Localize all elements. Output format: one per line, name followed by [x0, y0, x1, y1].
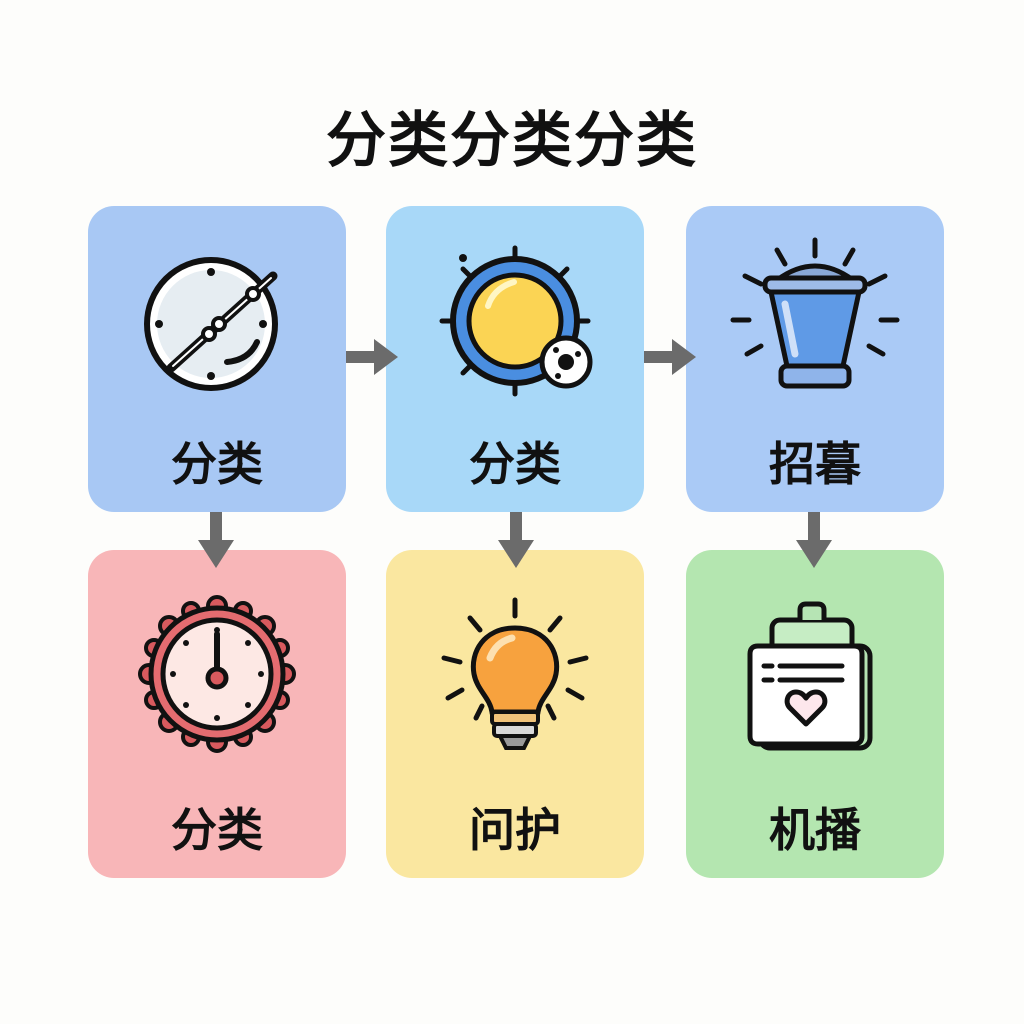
sun-wheel-icon — [439, 245, 593, 397]
compass-icon — [144, 257, 278, 391]
lightbulb-icon — [441, 597, 589, 750]
card-label: 招暮 — [769, 437, 861, 491]
card-label: 机播 — [769, 803, 861, 857]
arrow-down-1 — [198, 512, 234, 568]
card-label: 分类 — [171, 437, 263, 491]
card-3: 招暮 — [686, 206, 944, 512]
card-label: 分类 — [171, 803, 263, 857]
card-6: 机播 — [686, 550, 944, 878]
arrow-down-2 — [498, 512, 534, 568]
arrow-down-3 — [796, 512, 832, 568]
card-label: 问护 — [469, 803, 561, 857]
arrow-right-1 — [346, 339, 398, 375]
card-1: 分类 — [88, 206, 346, 512]
card-4: 分类 — [88, 550, 346, 878]
card-2: 分类 — [386, 206, 644, 512]
card-label: 分类 — [469, 437, 561, 491]
clock-gear-icon — [138, 595, 296, 753]
clipboard-heart-icon — [747, 601, 873, 751]
diagram-title: 分类分类分类 — [326, 106, 698, 176]
glowing-cup-icon — [730, 237, 900, 389]
card-5: 问护 — [386, 550, 644, 878]
arrow-right-2 — [644, 339, 696, 375]
